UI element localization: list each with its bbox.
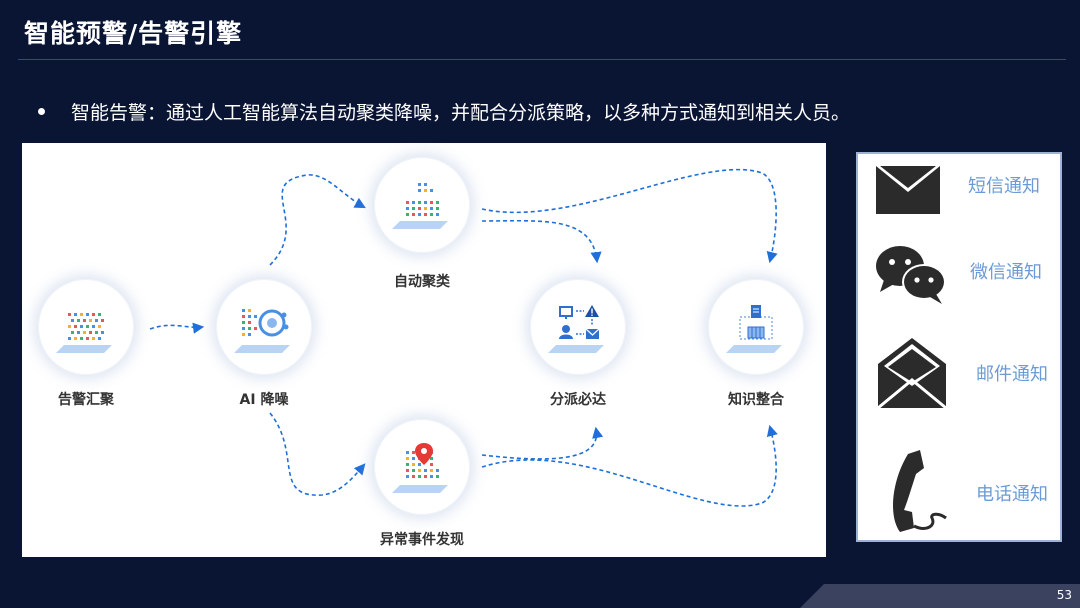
flow-diagram: 告警汇聚 AI 降噪 xyxy=(22,143,826,557)
channel-label-wechat: 微信通知 xyxy=(970,262,1042,283)
arrow-denoise-to-cluster xyxy=(269,174,366,266)
node-label-ai-denoise: AI 降噪 xyxy=(239,392,289,408)
bullet-point: 智能告警：通过人工智能算法自动聚类降噪，并配合分派策略，以多种方式通知到相关人员… xyxy=(38,98,850,125)
arrow-aggregate-to-denoise xyxy=(149,322,205,334)
channel-label-phone: 电话通知 xyxy=(976,484,1048,505)
arrow-cluster-to-dispatch xyxy=(481,219,602,264)
dispatch-icon xyxy=(548,305,604,353)
mail-open-envelope-icon xyxy=(877,338,947,410)
bullet-text: 智能告警：通过人工智能算法自动聚类降噪，并配合分派策略，以多种方式通知到相关人员… xyxy=(71,102,851,124)
title-divider xyxy=(18,59,1066,60)
flow-connectors xyxy=(149,168,778,507)
node-auto-clustering xyxy=(374,157,470,253)
node-ai-denoise xyxy=(216,279,312,375)
sms-envelope-icon xyxy=(876,166,940,214)
node-label-dispatch: 分派必达 xyxy=(550,392,606,408)
anomaly-discovery-icon xyxy=(392,443,448,493)
node-anomaly-discovery xyxy=(374,419,470,515)
channel-label-sms: 短信通知 xyxy=(968,176,1040,197)
phone-handset-icon xyxy=(893,450,947,532)
node-alert-aggregation xyxy=(38,279,134,375)
arrow-anomaly-to-knowledge xyxy=(481,424,778,507)
node-label-auto-clustering: 自动聚类 xyxy=(394,274,450,290)
node-dispatch xyxy=(530,279,626,375)
node-label-knowledge-integration: 知识整合 xyxy=(728,392,784,408)
node-knowledge-integration xyxy=(708,279,804,375)
slide-title: 智能预警/告警引擎 xyxy=(24,19,243,48)
page-number: 53 xyxy=(1056,588,1072,602)
auto-clustering-icon xyxy=(392,183,448,229)
ai-denoise-icon xyxy=(234,309,290,353)
notification-channels-panel: 短信通知 微信通知 邮件通知 电话通知 xyxy=(856,152,1062,542)
arrow-cluster-to-knowledge xyxy=(481,168,778,264)
wechat-icon xyxy=(876,246,946,304)
footer-band xyxy=(800,584,1080,608)
node-label-anomaly-discovery: 异常事件发现 xyxy=(380,532,464,548)
channel-label-email: 邮件通知 xyxy=(976,364,1048,385)
alert-aggregation-icon xyxy=(56,313,112,353)
node-label-alert-aggregation: 告警汇聚 xyxy=(58,392,114,408)
bullet-dot xyxy=(38,108,45,115)
arrow-denoise-to-anomaly xyxy=(269,412,366,496)
knowledge-integration-icon xyxy=(726,305,782,353)
arrow-anomaly-to-dispatch xyxy=(481,426,604,460)
